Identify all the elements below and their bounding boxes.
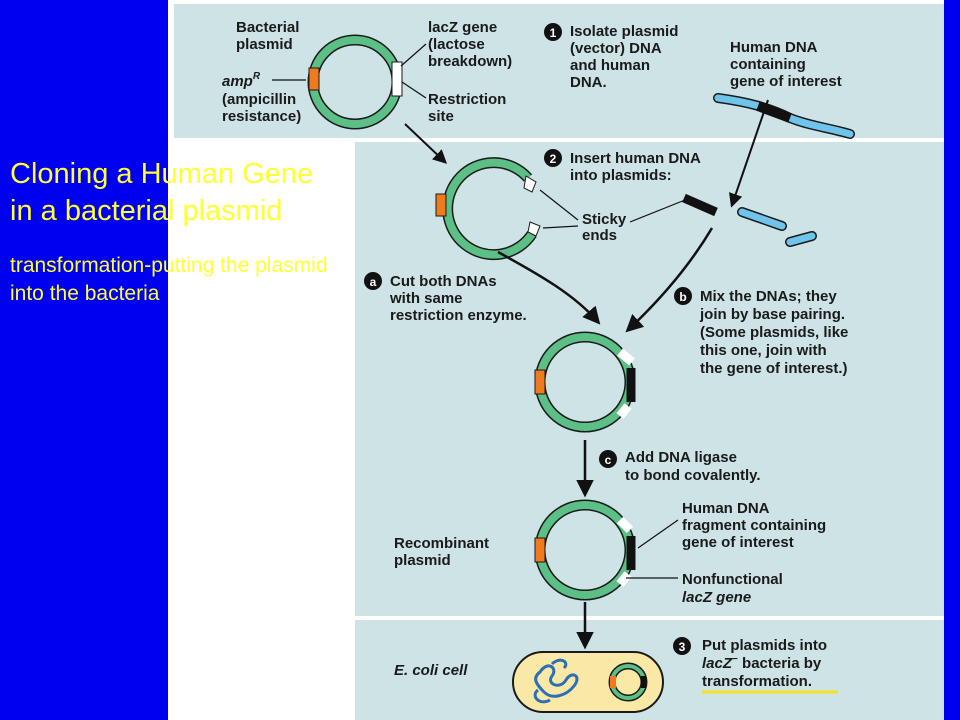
- step-a-marker: [364, 272, 382, 290]
- ampr-gene: [308, 67, 320, 91]
- svg-text:b: b: [679, 290, 686, 304]
- step-1-marker: [544, 23, 562, 41]
- lacz-gene-label: lacZ gene (lactose breakdown): [428, 19, 512, 70]
- annealed-plasmid: [534, 331, 636, 433]
- cut-human-dna-pieces: [737, 207, 817, 247]
- restriction-site-label: Restriction site: [428, 91, 511, 125]
- cut-gene-fragment: [682, 193, 718, 217]
- svg-text:c: c: [605, 453, 612, 467]
- recombinant-plasmid: [534, 499, 636, 601]
- step-3-marker: [673, 637, 691, 655]
- gene-of-interest: [756, 101, 792, 123]
- cut-plasmid: [435, 157, 541, 261]
- svg-text:2: 2: [550, 152, 557, 166]
- human-dna-label: Human DNA containing gene of interest: [730, 39, 842, 90]
- recombinant-plasmid-label: Recombinant plasmid: [394, 535, 493, 569]
- step-1-text: Isolate plasmid (vector) DNA and human D…: [570, 23, 683, 91]
- slide-subtitle: transformation-putting the plasmid into …: [10, 254, 328, 305]
- ecoli-label: E. coli cell: [394, 662, 468, 679]
- step-b-marker: [674, 287, 692, 305]
- bacterial-plasmid: [307, 34, 403, 130]
- human-dna-strand: [713, 93, 855, 139]
- step-3-text: Put plasmids into lacZ− bacteria by tran…: [702, 637, 831, 690]
- step-2-text: Insert human DNA into plasmids:: [570, 150, 704, 184]
- ecoli-cell: [512, 651, 664, 713]
- nonfunctional-lacz-label: Nonfunctional lacZ gene: [682, 571, 787, 606]
- sticky-ends-label: Sticky ends: [582, 211, 630, 244]
- ampr-description: (ampicillin resistance): [222, 91, 301, 125]
- human-fragment-label: Human DNA fragment containing gene of in…: [682, 500, 830, 551]
- panel-step-1: [174, 4, 946, 138]
- ampr-label: ampR: [222, 71, 261, 90]
- svg-text:3: 3: [679, 640, 686, 654]
- step-b-text: Mix the DNAs; they join by base pairing.…: [699, 288, 853, 377]
- slide-title: Cloning a Human Gene in a bacterial plas…: [10, 158, 314, 227]
- slide-text: Cloning a Human Gene in a bacterial plas…: [10, 156, 340, 308]
- step-c-marker: [599, 450, 617, 468]
- bacterial-plasmid-label: Bacterial plasmid: [236, 19, 304, 53]
- right-edge: [944, 0, 960, 720]
- svg-text:a: a: [370, 275, 377, 289]
- step-c-text: Add DNA ligase to bond covalently.: [625, 449, 761, 484]
- step-2-marker: [544, 149, 562, 167]
- svg-text:1: 1: [550, 26, 557, 40]
- step-a-text: Cut both DNAs with same restriction enzy…: [389, 273, 527, 324]
- lacz-gene: [391, 61, 403, 97]
